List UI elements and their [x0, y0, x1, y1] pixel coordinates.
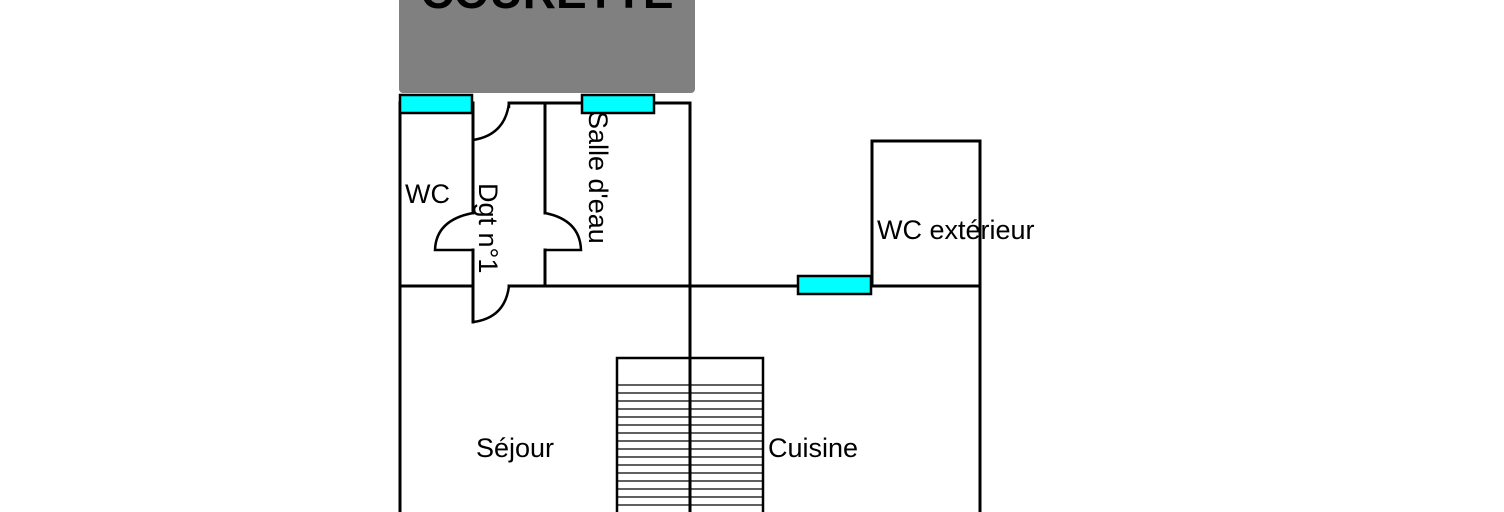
room-label-degagement: Dgt n°1: [473, 183, 503, 273]
door-swing-bath: [544, 211, 583, 252]
room-label-salle-deau: Salle d'eau: [583, 111, 613, 244]
window-wc: [398, 93, 474, 115]
window-wc-exterieur: [796, 274, 873, 296]
door-swing-top: [472, 102, 511, 142]
room-label-sejour: Séjour: [476, 433, 554, 463]
room-label-wc: WC: [405, 179, 450, 209]
door-swing-bottom: [472, 285, 511, 324]
door-swing-wc: [433, 211, 474, 252]
room-label-cuisine: Cuisine: [768, 433, 858, 463]
room-label-wc-exterieur: WC extérieur: [877, 215, 1035, 245]
courtyard-area: [399, 0, 695, 93]
staircase: [615, 356, 765, 512]
window-salle-deau: [580, 93, 656, 115]
courtyard-label: COURETTE: [421, 0, 674, 18]
